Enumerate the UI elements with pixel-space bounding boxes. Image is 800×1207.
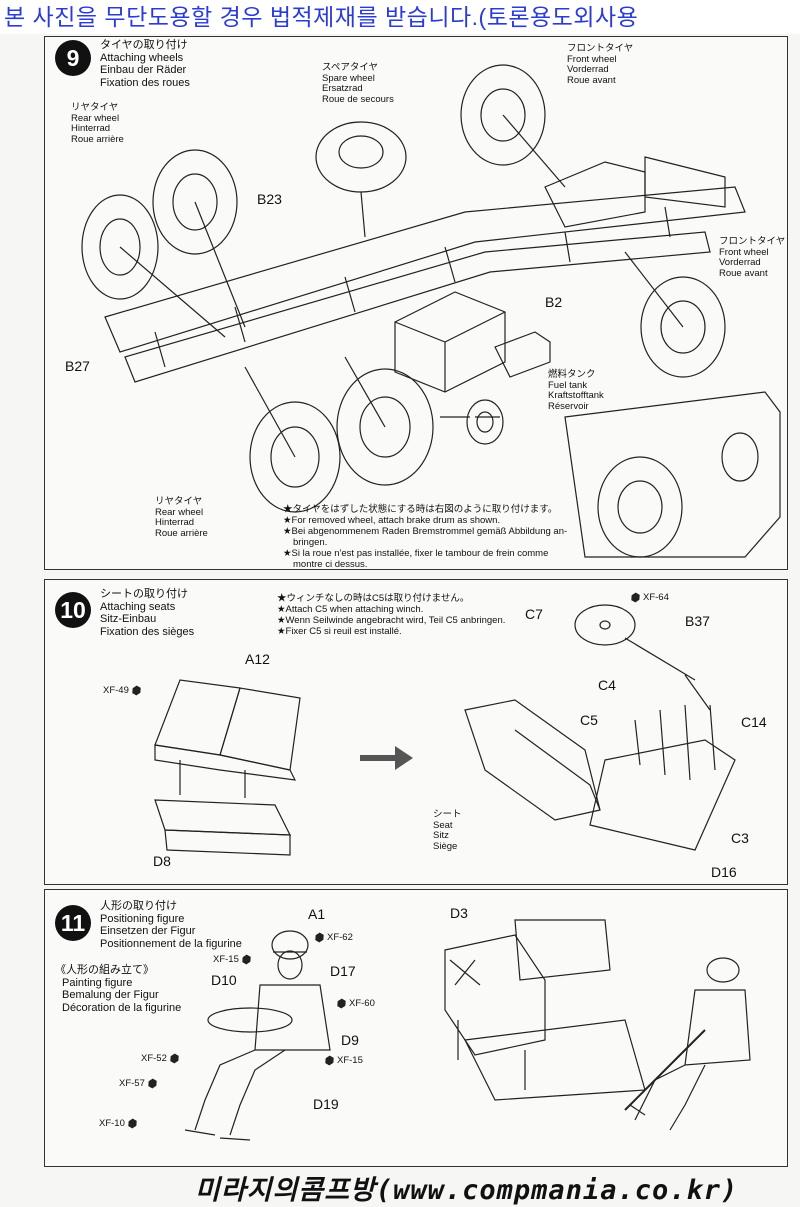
part-d17: D17 — [330, 963, 356, 979]
step-10-number: 10 — [55, 592, 91, 628]
xf-64-paint: XF-64 — [631, 592, 669, 603]
figure-placement-diagram — [184, 919, 751, 1141]
footer-watermark: 미라지의콤프방(www.compmania.co.kr) — [195, 1175, 739, 1206]
step-9-number: 9 — [55, 40, 91, 76]
seat-assembly-diagram — [154, 604, 736, 856]
part-a1: A1 — [308, 906, 326, 922]
painting-figure-title: 《人形の組み立て》 Painting figure Bemalung der F… — [55, 964, 182, 1014]
part-a12: A12 — [245, 651, 270, 667]
xf-49-paint: XF-49 — [103, 685, 141, 696]
part-c5: C5 — [580, 712, 598, 728]
step-11-number: 11 — [55, 905, 91, 941]
part-d16: D16 — [711, 864, 737, 880]
chassis-wheel-diagram — [81, 64, 781, 558]
xf-52-paint: XF-52 — [141, 1053, 179, 1064]
xf-10-paint: XF-10 — [99, 1118, 137, 1129]
part-d9: D9 — [341, 1032, 359, 1048]
xf-60-paint: XF-60 — [337, 998, 375, 1009]
xf-15-paint-a: XF-15 — [213, 954, 251, 965]
part-b37: B37 — [685, 613, 710, 629]
xf-15-paint-b: XF-15 — [325, 1055, 363, 1066]
part-c3: C3 — [731, 830, 749, 846]
part-d10: D10 — [211, 972, 237, 988]
copyright-banner: 본 사진을 무단도용할 경우 법적제재를 받습니다.(토론용도외사용 — [0, 0, 800, 34]
part-c4: C4 — [598, 677, 616, 693]
winch-notes: ★ウィンチなしの時はC5は取り付けません。★Attach C5 when att… — [277, 593, 506, 637]
part-c7: C7 — [525, 606, 543, 622]
xf-57-paint: XF-57 — [119, 1078, 157, 1089]
part-d8: D8 — [153, 853, 171, 869]
part-b27: B27 — [65, 358, 90, 374]
xf-62-paint: XF-62 — [315, 932, 353, 943]
part-d3: D3 — [450, 905, 468, 921]
part-b23: B23 — [257, 191, 282, 207]
part-c14: C14 — [741, 714, 767, 730]
part-d19: D19 — [313, 1096, 339, 1112]
part-b2: B2 — [545, 294, 563, 310]
brake-drum-notes: ★タイヤをはずした状態にする時は右図のように取り付けます。★For remove… — [283, 504, 568, 570]
